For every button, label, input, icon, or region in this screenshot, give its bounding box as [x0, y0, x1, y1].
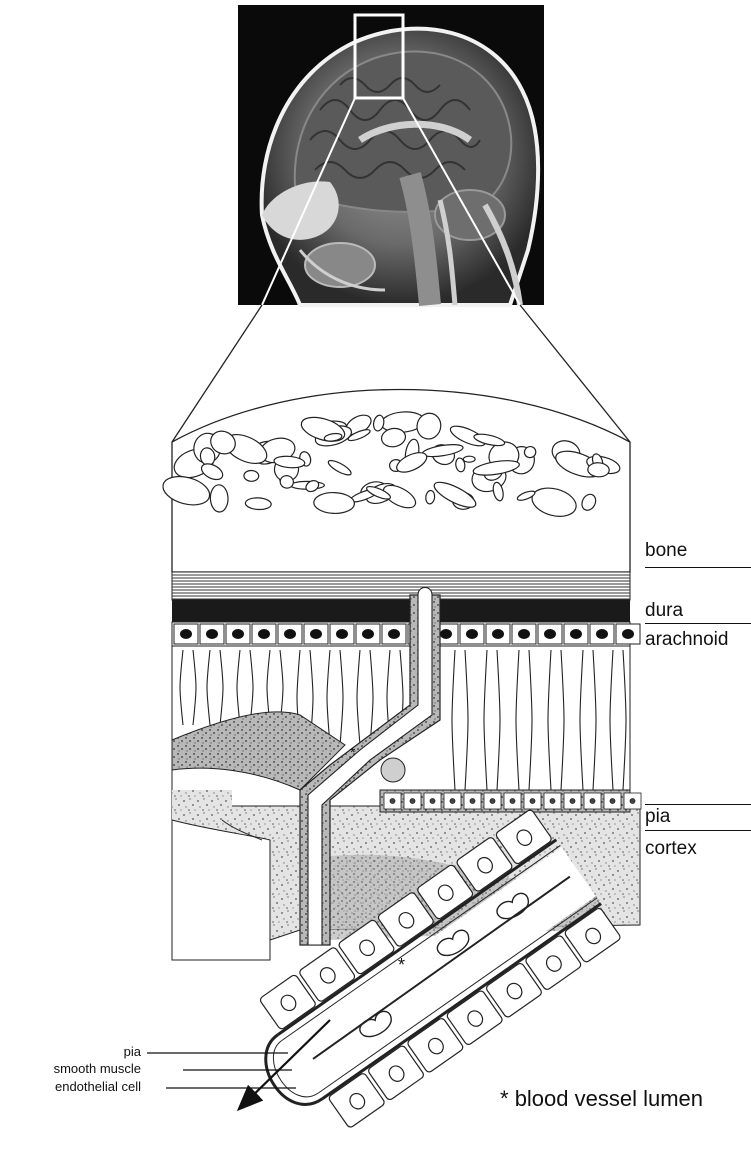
label-pia: pia: [645, 806, 670, 828]
divider-pia: [645, 830, 751, 831]
divider-dura: [645, 623, 751, 624]
legend: * blood vessel lumen: [500, 1086, 703, 1112]
pia-layer: [380, 790, 641, 812]
divider-bone: [645, 567, 751, 568]
label-vessel-pia: pia: [124, 1044, 141, 1059]
legend-symbol: *: [500, 1086, 509, 1111]
label-bone: bone: [645, 540, 687, 562]
label-cortex: cortex: [645, 838, 697, 860]
label-arachnoid: arachnoid: [645, 629, 728, 651]
legend-text: blood vessel lumen: [515, 1086, 703, 1111]
label-smooth-muscle: smooth muscle: [54, 1061, 141, 1076]
mri-sagittal-image: [238, 5, 544, 305]
divider-pia-top: [645, 804, 751, 805]
label-endothelial-cell: endothelial cell: [55, 1079, 141, 1094]
lumen-marker: *: [350, 744, 355, 760]
label-dura: dura: [645, 600, 683, 622]
arachnoid-layer: [172, 622, 640, 646]
dura-layer: [172, 572, 630, 622]
lumen-marker-detail: *: [398, 955, 405, 976]
bone-layer: [160, 390, 630, 573]
